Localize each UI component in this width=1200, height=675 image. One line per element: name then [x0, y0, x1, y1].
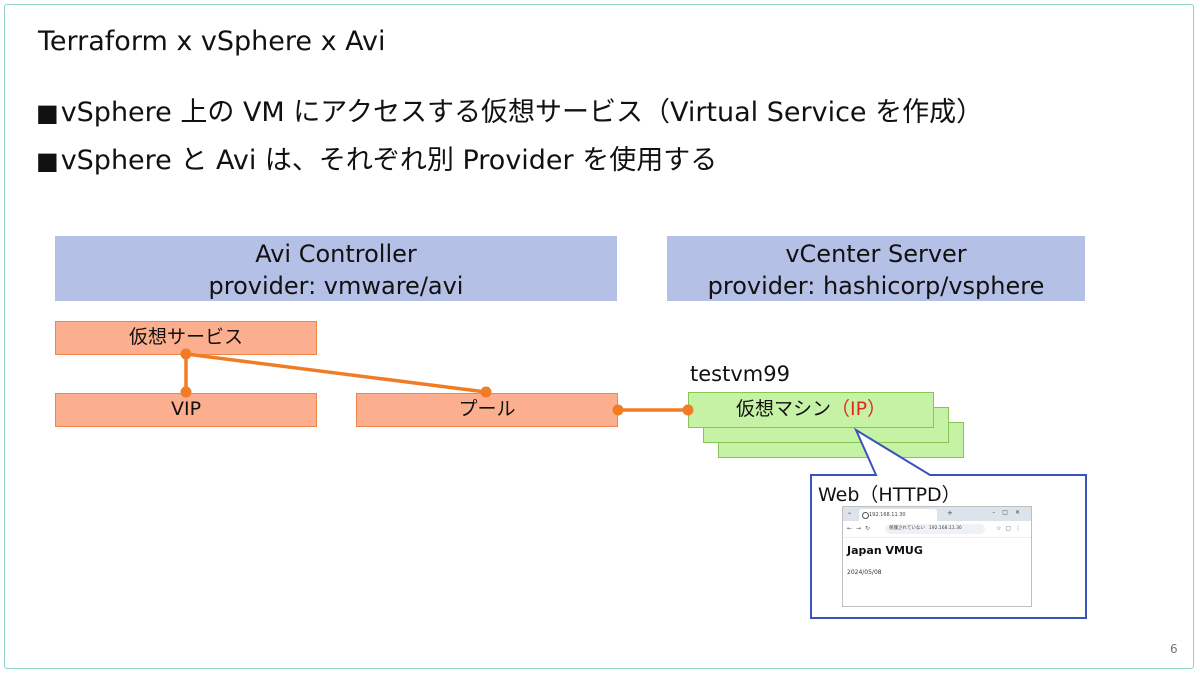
avi-provider-label: provider: vmware/avi [208, 272, 464, 300]
bullet-1-text: vSphere 上の VM にアクセスする仮想サービス（Virtual Serv… [60, 97, 984, 128]
chevron-down-icon: ⌄ [847, 509, 853, 516]
vcenter-server-name: vCenter Server [785, 240, 967, 268]
navigation-icons: ←→↻ [847, 525, 875, 532]
connector-dot [480, 386, 492, 398]
web-httpd-label: Web（HTTPD） [818, 484, 961, 506]
browser-tab: 192.168.11.30 [859, 509, 937, 521]
address-url: 192.168.11.30 [928, 526, 962, 531]
connector-dot [682, 404, 694, 416]
vm-ip-label: （IP） [830, 398, 887, 420]
vm-label: 仮想マシン [735, 398, 831, 420]
bullet-square-icon: ■ [36, 99, 59, 127]
extension-icons: ☆▢⋮ [995, 525, 1025, 532]
bullet-2-text: vSphere と Avi は、それぞれ別 Provider を使用する [60, 145, 718, 176]
vsphere-provider-label: provider: hashicorp/vsphere [707, 272, 1045, 300]
avi-controller-box: Avi Controller provider: vmware/avi [55, 236, 617, 301]
connector-dot [612, 404, 624, 416]
vm-name-label: testvm99 [690, 362, 790, 386]
bullet-1: ■vSphere 上の VM にアクセスする仮想サービス（Virtual Ser… [36, 90, 983, 129]
browser-tab-bar: ⌄ 192.168.11.30 + –□✕ [843, 507, 1031, 521]
globe-icon [862, 512, 869, 519]
web-page-heading: Japan VMUG [847, 544, 923, 557]
bullet-square-icon: ■ [36, 147, 59, 175]
window-controls-icon: –□✕ [992, 509, 1027, 516]
vm-front-box: 仮想マシン（IP） [688, 392, 934, 428]
vs-to-pool-connector [185, 352, 487, 394]
browser-tab-title: 192.168.11.30 [869, 512, 906, 518]
avi-controller-name: Avi Controller [255, 240, 417, 268]
slide-frame [4, 4, 1194, 669]
web-page-date: 2024/05/08 [847, 569, 882, 576]
connector-dot [180, 386, 192, 398]
slide-title: Terraform x vSphere x Avi [38, 26, 386, 57]
bullet-2: ■vSphere と Avi は、それぞれ別 Provider を使用する [36, 138, 717, 177]
vcenter-server-box: vCenter Server provider: hashicorp/vsphe… [667, 236, 1085, 301]
security-indicator: 保護されていない [889, 526, 925, 531]
new-tab-icon: + [947, 509, 953, 517]
connector-dot [180, 348, 192, 360]
page-number: 6 [1170, 642, 1178, 656]
